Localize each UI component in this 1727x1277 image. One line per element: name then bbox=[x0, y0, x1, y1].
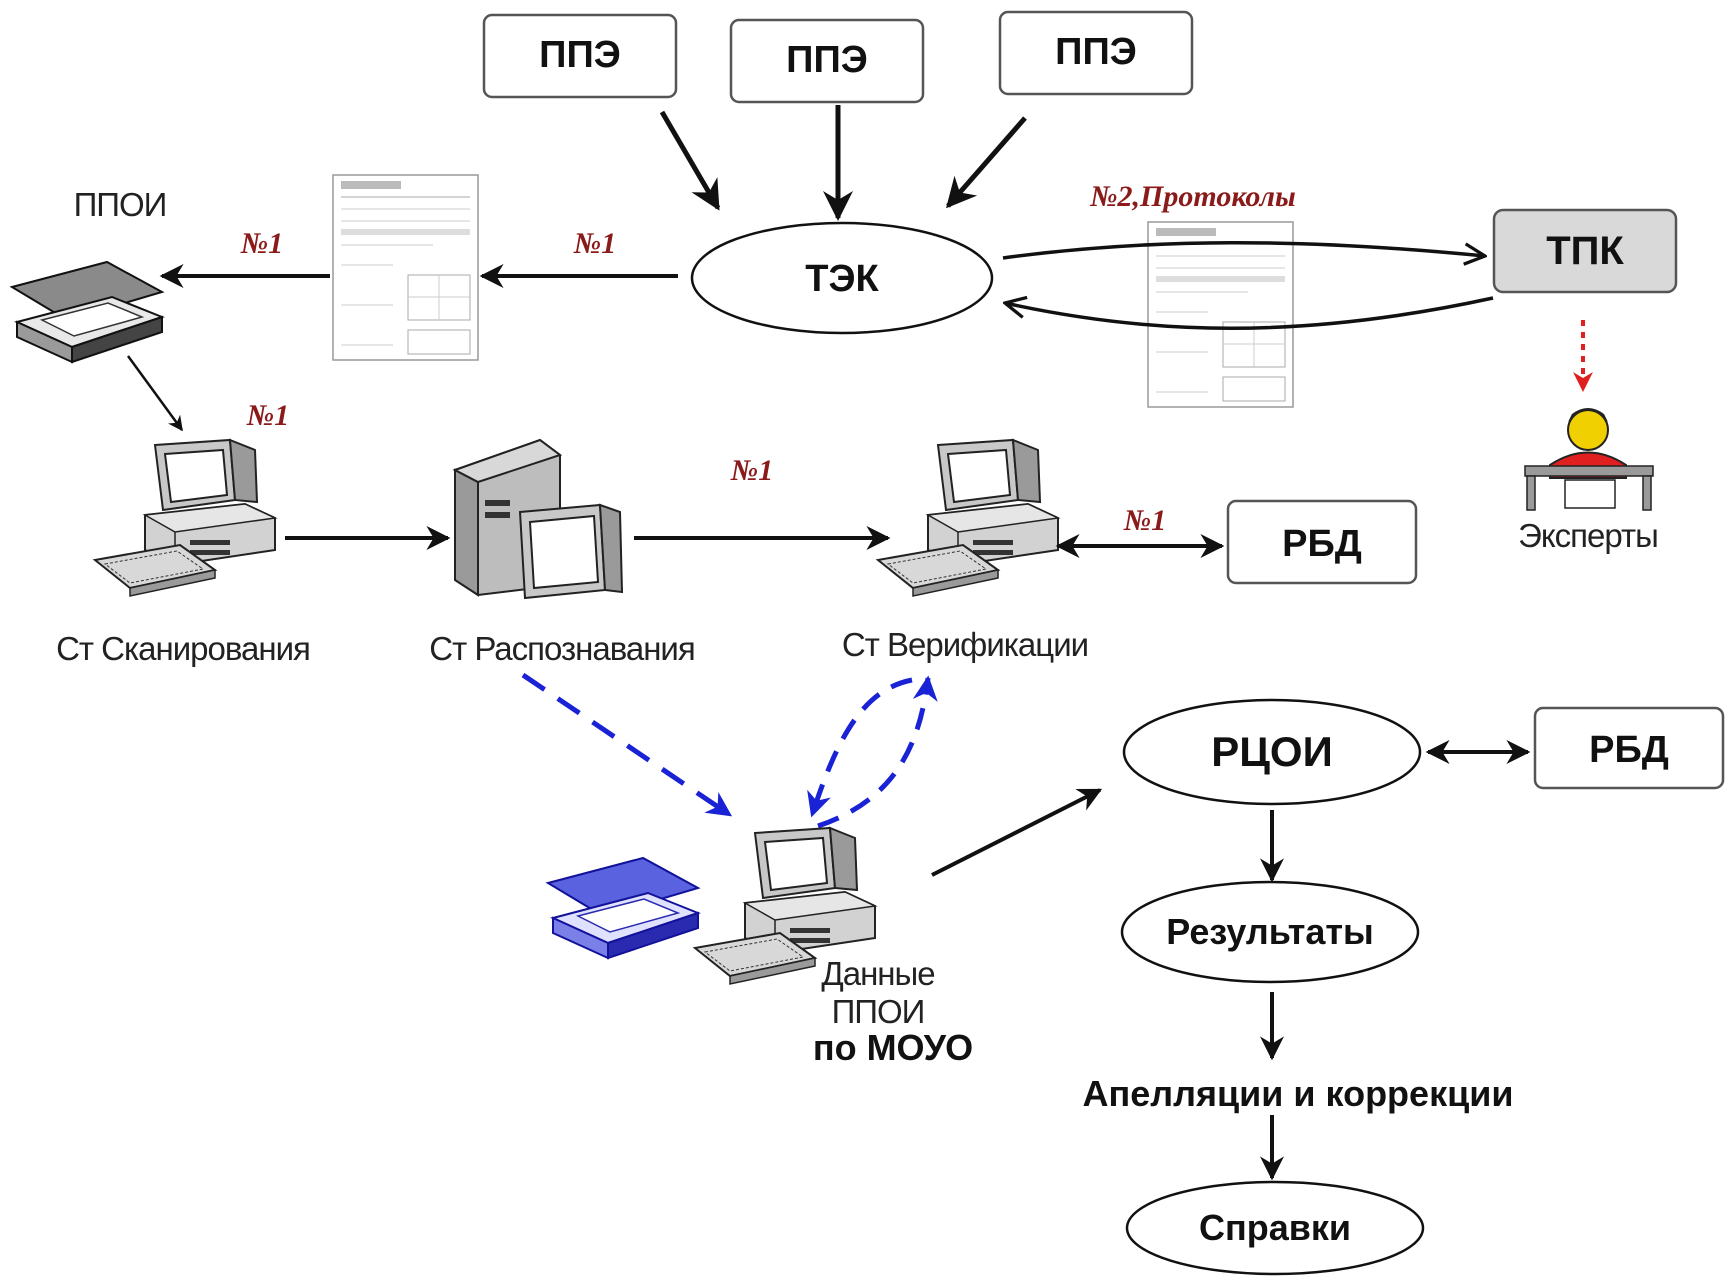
expert-person-icon bbox=[1524, 408, 1654, 511]
ppe-box-3: ППЭ bbox=[998, 10, 1194, 96]
results-label: Результаты bbox=[1166, 911, 1374, 952]
st-scan-label: Ст Сканирования bbox=[56, 630, 310, 667]
computer-icon-scan bbox=[94, 439, 276, 597]
certificates-node: Справки bbox=[1125, 1180, 1425, 1276]
tpk-label: ТПК bbox=[1546, 229, 1624, 273]
ppoi-data-line3: по МОУО bbox=[813, 1027, 973, 1068]
no1-label-e: №1 bbox=[1123, 504, 1166, 537]
ppe-label-2: ППЭ bbox=[786, 39, 868, 81]
arrow-tpk-tek bbox=[1005, 298, 1494, 330]
ppoi-data-line2: ППОИ bbox=[832, 993, 925, 1030]
blue-scanner-icon bbox=[547, 857, 699, 959]
st-recognition-label: Ст Распознавания bbox=[429, 630, 694, 667]
no1-label-d: №1 bbox=[730, 454, 773, 487]
rbd-box-1: РБД bbox=[1226, 499, 1418, 585]
arrow-moyo-rcoi bbox=[931, 788, 1103, 877]
ppoi-data-line1: Данные bbox=[821, 955, 934, 992]
arrow-ppe3-tek bbox=[946, 116, 1027, 209]
rcoi-node: РЦОИ bbox=[1122, 698, 1422, 806]
arrow-ppe1-tek bbox=[659, 110, 721, 211]
arrow-scanner-scan-station bbox=[126, 355, 184, 432]
ppe-box-1: ППЭ bbox=[482, 13, 678, 99]
no1-label-c: №1 bbox=[246, 399, 289, 432]
ppoi-label: ППОИ bbox=[74, 186, 167, 223]
rbd-label-2: РБД bbox=[1589, 729, 1669, 771]
tpk-box: ТПК bbox=[1492, 208, 1678, 294]
no1-label-a: №1 bbox=[573, 227, 616, 260]
rcoi-label: РЦОИ bbox=[1211, 728, 1333, 775]
ppe-label-1: ППЭ bbox=[539, 34, 621, 76]
no2-protocols-label: №2,Протоколы bbox=[1089, 180, 1296, 213]
ppe-box-2: ППЭ bbox=[729, 18, 925, 104]
appeals-label: Апелляции и коррекции bbox=[1083, 1073, 1514, 1114]
arrow-verification-moyo bbox=[807, 677, 913, 818]
st-verification-label: Ст Верификации bbox=[842, 626, 1088, 663]
rbd-box-2: РБД bbox=[1533, 706, 1725, 790]
scanner-icon bbox=[11, 261, 163, 363]
tek-node: ТЭК bbox=[690, 221, 994, 335]
arrow-tek-tpk bbox=[1002, 240, 1485, 258]
ppe-label-3: ППЭ bbox=[1055, 31, 1137, 73]
certificates-label: Справки bbox=[1199, 1207, 1351, 1248]
results-node: Результаты bbox=[1120, 880, 1420, 984]
server-computer-icon bbox=[452, 438, 624, 600]
experts-label: Эксперты bbox=[1518, 517, 1658, 554]
protocol-document-icon bbox=[1147, 221, 1294, 408]
arrow-recognition-moyo bbox=[521, 672, 733, 818]
computer-icon-verification bbox=[877, 439, 1059, 597]
rbd-label-1: РБД bbox=[1282, 523, 1362, 565]
document-form-icon bbox=[332, 174, 479, 361]
tek-label: ТЭК bbox=[805, 258, 879, 300]
no1-label-b: №1 bbox=[240, 227, 283, 260]
